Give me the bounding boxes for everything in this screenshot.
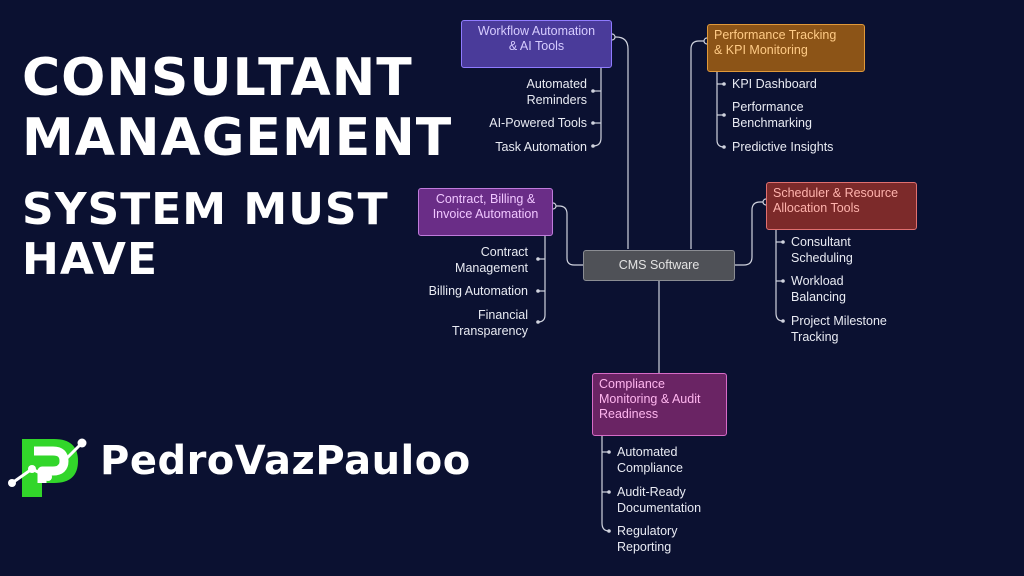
title-line-4: HAVE: [22, 234, 158, 285]
compliance-item-audit-ready: Audit-Ready Documentation: [617, 485, 702, 515]
compliance-item-automated-compliance: Automated Compliance: [617, 445, 684, 475]
branch-contract-billing: Contract, Billing & Invoice Automation: [418, 188, 553, 236]
branch-performance-tracking: Performance Tracking & KPI Monitoring: [707, 24, 865, 72]
contract-item-contract-management: Contract Management: [455, 245, 528, 275]
brand-logo-icon: [8, 438, 87, 497]
workflow-item-task-automation: Task Automation: [495, 140, 587, 154]
workflow-item-automated-reminders: Automated Reminders: [526, 77, 587, 107]
performance-item-kpi-dashboard: KPI Dashboard: [732, 77, 817, 91]
contract-item-financial-transparency: Financial Transparency: [452, 308, 528, 338]
branch-scheduler-resource: Scheduler & Resource Allocation Tools: [766, 182, 917, 230]
contract-item-billing-automation: Billing Automation: [428, 284, 528, 298]
scheduler-item-consultant-scheduling: Consultant Scheduling: [791, 235, 853, 265]
performance-item-predictive-insights: Predictive Insights: [732, 140, 834, 154]
center-node-cms-software: CMS Software: [583, 250, 735, 281]
workflow-item-ai-powered-tools: AI-Powered Tools: [489, 116, 587, 130]
title-line-2: MANAGEMENT: [22, 108, 453, 168]
branch-workflow-automation: Workflow Automation & AI Tools: [461, 20, 612, 68]
compliance-item-regulatory-reporting: Regulatory Reporting: [617, 524, 678, 554]
branch-compliance-monitoring: Compliance Monitoring & Audit Readiness: [592, 373, 727, 436]
scheduler-item-project-milestone: Project Milestone Tracking: [791, 314, 887, 344]
title-line-3: SYSTEM MUST: [22, 184, 389, 235]
title-line-1: CONSULTANT: [22, 48, 413, 108]
performance-item-benchmarking: Performance Benchmarking: [732, 100, 812, 130]
scheduler-item-workload-balancing: Workload Balancing: [791, 274, 846, 304]
brand-name: PedroVazPauloo: [100, 438, 471, 484]
